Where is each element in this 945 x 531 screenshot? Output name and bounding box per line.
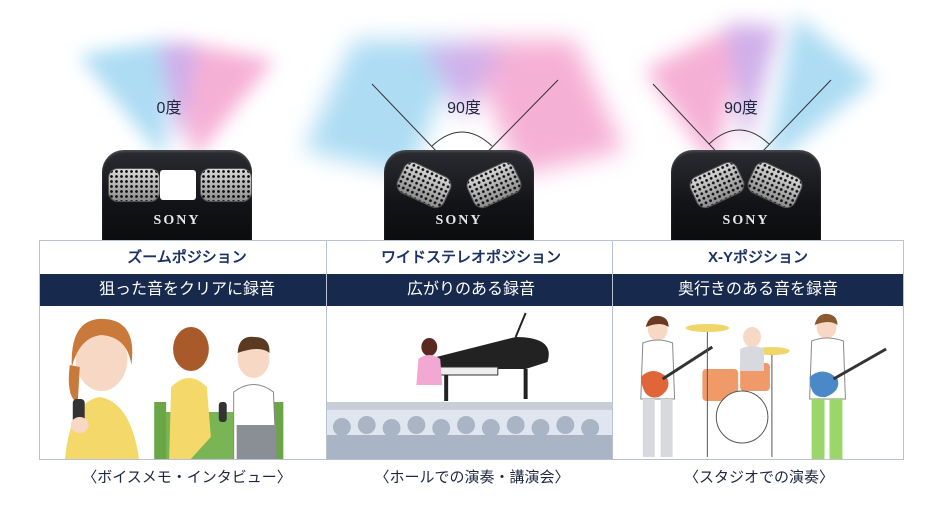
angle-label: 0度	[156, 100, 182, 117]
recorder-device: SONY	[102, 150, 252, 242]
recorder-device: SONY	[384, 150, 534, 242]
xy-position-panel: 90度 SONY X-Yポジション 奥行きのある音を録音	[605, 0, 905, 531]
left-mic-grille	[686, 158, 748, 212]
card-banner: 狙った音をクリアに録音	[40, 274, 334, 306]
left-mic-grille	[108, 168, 160, 202]
angle-label: 90度	[447, 100, 481, 117]
right-mic-grille	[200, 168, 252, 202]
right-mic-grille	[463, 158, 525, 212]
card-title: ワイドステレオポジション	[380, 249, 561, 266]
pickup-pattern-xy	[645, 15, 875, 177]
usage-caption: 〈ホールでの演奏・講演会〉	[374, 469, 570, 486]
card-banner: 奥行きのある音を録音	[613, 274, 903, 306]
interview-illustration	[65, 318, 284, 459]
card-banner: 広がりのある録音	[327, 274, 615, 306]
usage-caption: 〈ボイスメモ・インタビュー〉	[82, 469, 292, 486]
concert-hall-illustration	[327, 307, 615, 459]
pickup-pattern-zoom	[79, 40, 274, 160]
angle-label: 90度	[724, 100, 758, 117]
wide-stereo-position-card: ワイドステレオポジション 広がりのある録音	[326, 240, 616, 460]
pickup-pattern-wide-stereo	[304, 40, 624, 179]
zoom-position-panel: 0度 SONY ズームポジション 狙った音をクリアに録音	[19, 0, 335, 531]
xy-position-card: X-Yポジション 奥行きのある音を録音	[612, 240, 904, 460]
left-mic-grille	[393, 158, 455, 212]
zoom-position-card: ズームポジション 狙った音をクリアに録音	[39, 240, 335, 460]
studio-band-illustration	[640, 313, 887, 459]
brand-logo: SONY	[153, 213, 201, 228]
mic-window	[160, 170, 196, 200]
brand-logo: SONY	[435, 213, 483, 228]
card-title: X-Yポジション	[707, 249, 808, 266]
card-title: ズームポジション	[127, 249, 247, 266]
wide-stereo-position-panel: 90度 SONY ワイドステレオポジション 広がりのある録音	[304, 0, 624, 531]
recorder-device: SONY	[671, 150, 821, 242]
right-mic-grille	[744, 158, 806, 212]
usage-caption: 〈スタジオでの演奏〉	[683, 469, 834, 486]
brand-logo: SONY	[722, 213, 770, 228]
